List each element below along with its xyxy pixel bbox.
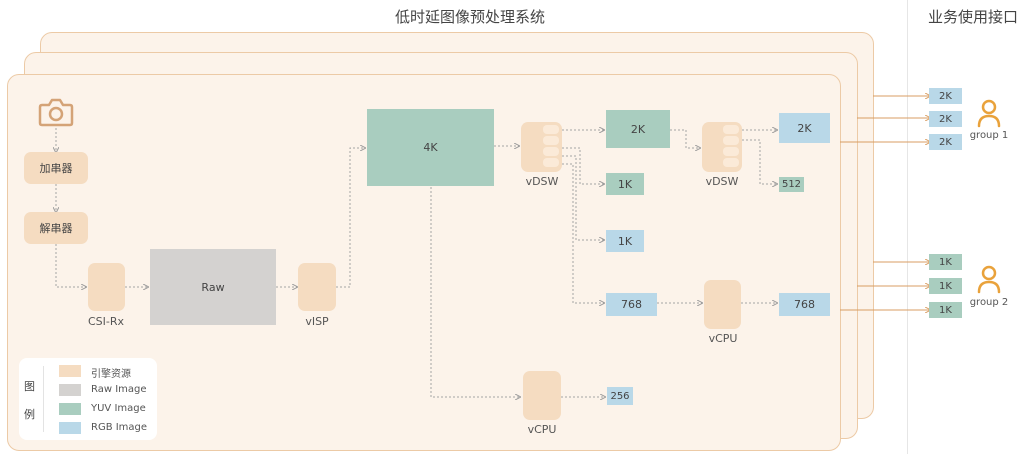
- group2-output-2: 1K: [929, 278, 962, 294]
- vcpu-label-1: vCPU: [708, 332, 738, 345]
- section-divider: [907, 0, 908, 454]
- legend-label-yuv: YUV Image: [91, 403, 146, 414]
- group2-output-3: 1K: [929, 302, 962, 318]
- visp-engine: [298, 263, 336, 311]
- user-icon-group2: [977, 265, 1001, 294]
- vdsw-label-1: vDSW: [525, 175, 559, 188]
- user-icon-group1: [977, 99, 1001, 128]
- camera-icon: [38, 97, 74, 127]
- legend-label-raw: Raw Image: [91, 384, 147, 395]
- rgb-1k-block: 1K: [606, 230, 644, 252]
- legend-label-engine: 引擎资源: [91, 369, 131, 380]
- vdsw-engine-1: [521, 122, 562, 172]
- serializer-node: 加串器: [24, 152, 88, 184]
- group1-output-1: 2K: [929, 88, 962, 104]
- legend-swatch-raw: [59, 384, 81, 396]
- group1-output-2: 2K: [929, 111, 962, 127]
- rgb-768-block-2: 768: [779, 293, 830, 316]
- group2-label: group 2: [969, 297, 1009, 308]
- vcpu-engine-1: [704, 280, 741, 329]
- yuv-512-block: 512: [779, 177, 804, 192]
- vcpu-label-2: vCPU: [527, 423, 557, 436]
- legend-title-2: 例: [24, 408, 35, 421]
- group1-label: group 1: [969, 130, 1009, 141]
- vcpu-engine-2: [523, 371, 561, 420]
- legend-label-rgb: RGB Image: [91, 422, 148, 433]
- rgb-768-block-1: 768: [606, 293, 657, 316]
- rgb-256-block: 256: [607, 387, 633, 405]
- legend-title-1: 图: [24, 380, 35, 393]
- vdsw-label-2: vDSW: [705, 175, 739, 188]
- csi-rx-engine: [88, 263, 125, 311]
- group1-output-3: 2K: [929, 134, 962, 150]
- csi-rx-label: CSI-Rx: [87, 315, 125, 328]
- interface-title: 业务使用接口: [927, 8, 1018, 26]
- rgb-2k-block: 2K: [779, 113, 830, 143]
- legend-swatch-engine: [59, 365, 81, 377]
- vdsw-engine-2: [702, 122, 742, 172]
- deserializer-node: 解串器: [24, 212, 88, 244]
- yuv-2k-block: 2K: [606, 110, 670, 148]
- group2-output-1: 1K: [929, 254, 962, 270]
- yuv-4k-block: 4K: [367, 109, 494, 186]
- raw-image-block: Raw: [150, 249, 276, 325]
- legend-swatch-yuv: [59, 403, 81, 415]
- legend-swatch-rgb: [59, 422, 81, 434]
- legend: 图 例 引擎资源 Raw Image YUV Image RGB Image: [19, 358, 157, 440]
- visp-label: vISP: [305, 315, 329, 328]
- system-title: 低时延图像预处理系统: [394, 8, 545, 26]
- yuv-1k-block: 1K: [606, 173, 644, 195]
